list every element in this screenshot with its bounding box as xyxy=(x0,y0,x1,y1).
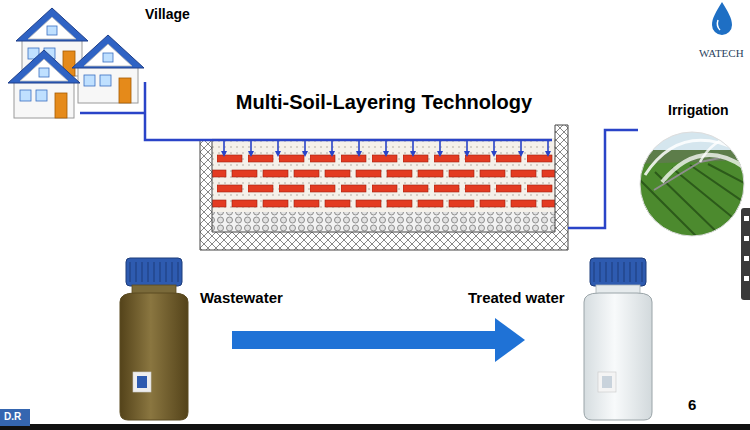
photo-sky xyxy=(636,128,748,240)
logo-text: WATECH xyxy=(699,47,744,60)
gravel-layer xyxy=(212,212,555,232)
node-label: Multi-Soil-Layering Technology xyxy=(200,90,568,114)
node-label: Irrigation xyxy=(668,102,729,119)
village-node: Village xyxy=(5,0,145,118)
flow-arrow-stem xyxy=(224,141,548,152)
soil-matrix xyxy=(212,138,555,232)
treated-water-bottle xyxy=(584,293,652,420)
crop-rows xyxy=(640,164,748,240)
bottle-label xyxy=(598,372,616,392)
photo-frame xyxy=(640,132,744,236)
bottle-cap xyxy=(590,258,646,286)
house-icon xyxy=(8,50,80,118)
bottle-cap xyxy=(126,258,182,286)
node-label: Wastewater xyxy=(200,289,283,307)
bottle-label xyxy=(133,372,151,392)
node-label: Treated water xyxy=(468,289,565,307)
flow-arrow-head xyxy=(221,151,551,157)
sewer-pipe xyxy=(80,112,145,115)
cap-ridges xyxy=(130,262,178,282)
cap-ridges xyxy=(594,262,642,282)
irrigation-node: Irrigation xyxy=(638,100,746,240)
footer-bar xyxy=(0,424,750,430)
irrigation-photo xyxy=(636,128,748,240)
photo-field xyxy=(636,160,748,240)
watermark-box xyxy=(0,409,30,426)
water-spray xyxy=(662,155,745,182)
soil-mixture-blocks xyxy=(212,150,555,210)
treated-water-sample: Treated water xyxy=(525,255,665,423)
viewer-toolbar xyxy=(741,208,750,300)
distribution-pipe xyxy=(200,139,552,142)
node-label: Village xyxy=(145,6,190,23)
concrete-wall xyxy=(200,125,568,250)
msl-system: Multi-Soil-Layering Technology xyxy=(200,125,568,250)
bottle-logo xyxy=(602,376,612,388)
slide-number: 6 xyxy=(688,396,696,414)
outlet-pipe xyxy=(568,130,638,228)
logo-highlight xyxy=(717,20,720,30)
toolbar-icons xyxy=(744,216,749,281)
house-icon xyxy=(72,35,144,103)
logo-drop xyxy=(712,2,732,35)
treatment-arrow xyxy=(232,331,495,349)
wastewater-sample: Wastewater xyxy=(110,255,232,423)
bottle-logo xyxy=(137,376,147,388)
watermark: D.R xyxy=(4,411,21,423)
wastewater-bottle xyxy=(120,293,188,420)
sewer-pipe xyxy=(145,82,200,140)
